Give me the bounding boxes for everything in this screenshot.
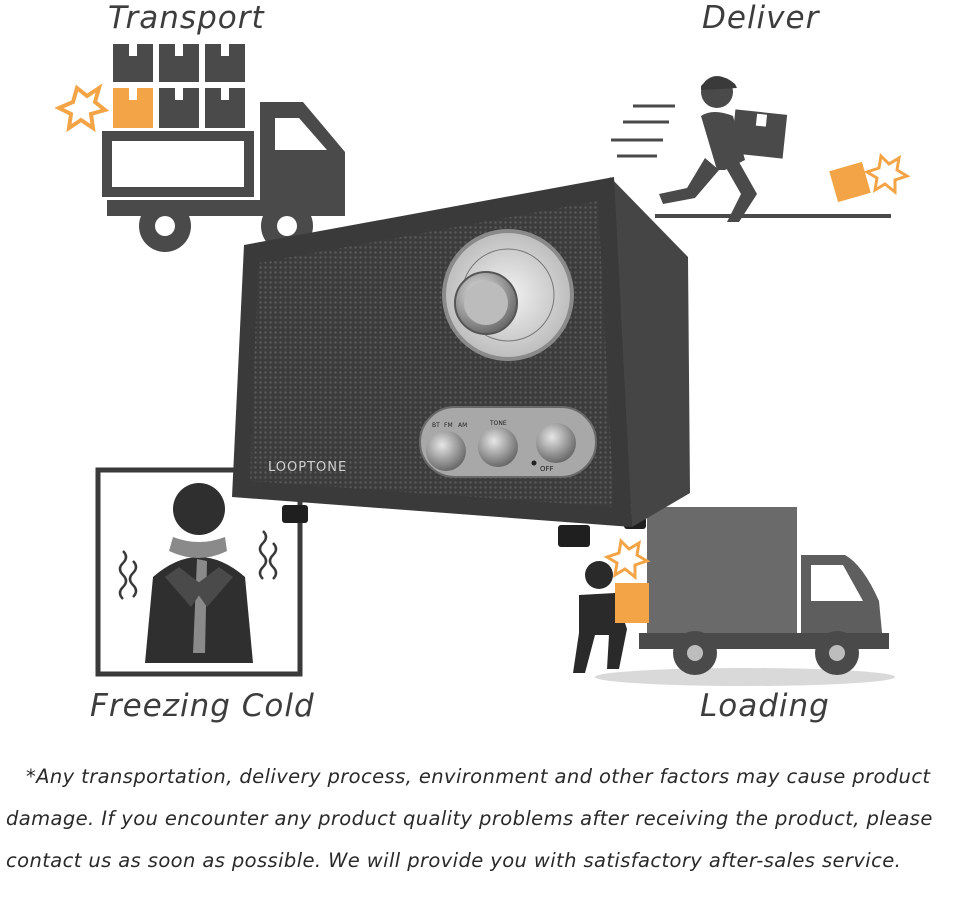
damage-notice-text: *Any transportation, delivery process, e…	[6, 765, 933, 872]
deliver-label: Deliver	[702, 0, 820, 36]
radio-knob-label-fm: FM	[444, 422, 453, 429]
transport-label: Transport	[108, 0, 265, 36]
radio-knob-label-tone: TONE	[489, 420, 507, 427]
damage-notice: *Any transportation, delivery process, e…	[6, 756, 951, 882]
freezing-cold-label: Freezing Cold	[90, 688, 315, 724]
radio-brand-logo: LOOPTONE	[268, 460, 347, 475]
radio-off-label: OFF	[540, 465, 554, 473]
radio-knob-label-bt: BT	[432, 422, 440, 429]
freezing-cold-icon	[95, 467, 303, 677]
radio-product-image: OFF BT FM AM TONE LOOPTONE	[232, 177, 690, 547]
transport-truck-icon	[55, 44, 345, 252]
delivery-person-icon	[611, 76, 911, 222]
loading-label: Loading	[700, 688, 830, 724]
radio-knob-label-am: AM	[458, 422, 467, 429]
loading-truck-icon	[573, 507, 895, 686]
